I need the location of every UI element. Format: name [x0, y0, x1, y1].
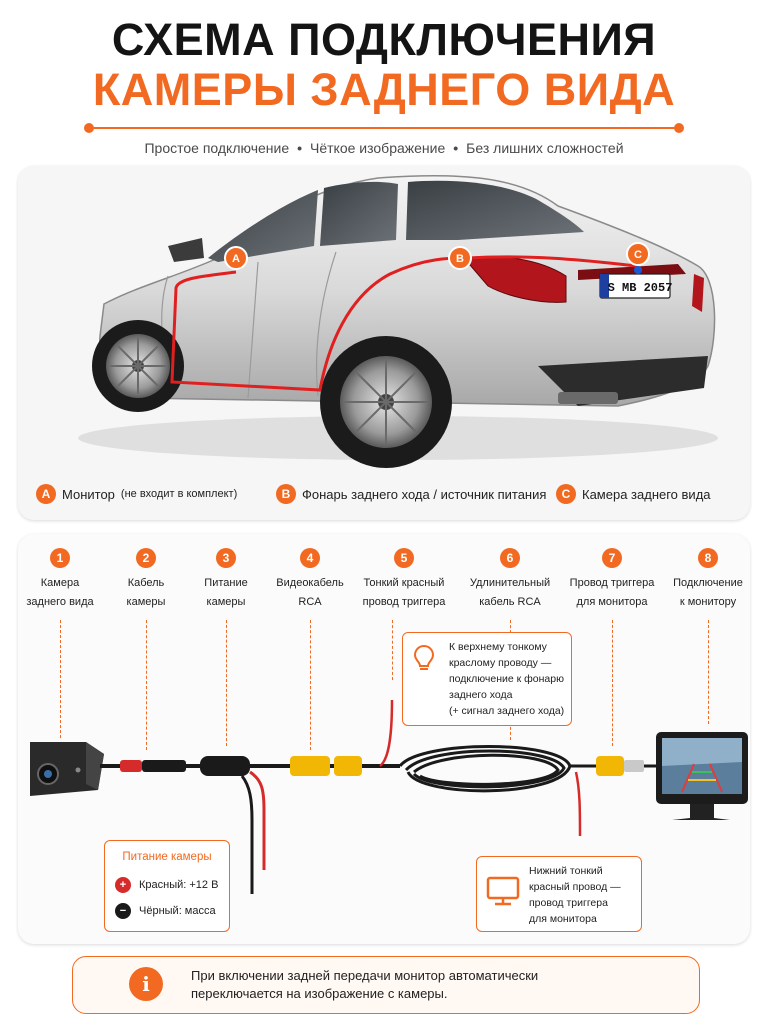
feature-item: Простое подключение: [144, 140, 290, 156]
monitor-icon: [656, 732, 748, 820]
legend-item-reverse-light: B Фонарь заднего хода / источник питания: [276, 484, 546, 504]
rca-connector: [290, 756, 330, 776]
step-label: для монитора: [576, 596, 648, 608]
power-red-label: Красный: +12 В: [139, 879, 219, 891]
power-legend-box: Питание камеры + Красный: +12 В − Чёрный…: [104, 840, 230, 932]
step-label: провод триггера: [362, 596, 446, 608]
camera-cable-connector: [120, 760, 142, 772]
callout-line: К верхнему тонкому: [449, 641, 547, 653]
title-line-1: СХЕМА ПОДКЛЮЧЕНИЯ: [111, 14, 657, 65]
step-label: Тонкий красный: [363, 577, 445, 589]
step-label: Питание: [204, 577, 248, 589]
info-banner: i При включении задней передачи монитор …: [72, 956, 700, 1014]
leader-line: [392, 620, 393, 680]
step-badge: 5: [394, 548, 414, 568]
step-badge: 6: [500, 548, 520, 568]
step-badge: 4: [300, 548, 320, 568]
feature-item: Без лишних сложностей: [466, 140, 624, 156]
callout-line: подключение к фонарю: [449, 673, 564, 685]
legend-label: Камера заднего вида: [582, 486, 711, 502]
step-camera-cable: 2 Кабель камеры: [98, 548, 194, 612]
callout-line: для монитора: [529, 913, 597, 925]
callout-line: провод триггера: [529, 897, 608, 909]
monitor-trigger-callout: Нижний тонкий красный провод — провод тр…: [476, 856, 642, 932]
plus-icon: +: [115, 877, 131, 893]
power-black-label: Чёрный: масса: [139, 905, 216, 917]
callout-line: красный провод —: [529, 881, 621, 893]
title-line-2: КАМЕРЫ ЗАДНЕГО ВИДА: [92, 64, 676, 115]
step-label: к монитору: [679, 596, 737, 608]
step-camera-power: 3 Питание камеры: [178, 548, 274, 612]
step-label: RCA: [298, 596, 322, 608]
car-point-c: C: [634, 249, 642, 261]
rca-connector-monitor: [596, 756, 624, 776]
rca-connector: [334, 756, 362, 776]
step-rca-video: 4 Видеокабель RCA: [262, 548, 358, 612]
power-legend-red: + Красный: +12 В: [115, 877, 218, 893]
license-plate-text: S MB 2057: [608, 281, 673, 295]
wiring-diagram: [30, 699, 748, 894]
info-icon: i: [129, 967, 163, 1001]
step-badge: 3: [216, 548, 236, 568]
step-label: Провод триггера: [569, 577, 655, 589]
legend-item-monitor: A Монитор (не входит в комплект): [36, 484, 237, 504]
step-monitor-trigger: 7 Провод триггера для монитора: [564, 548, 660, 612]
step-label: Удлинительный: [469, 577, 551, 589]
power-legend-black: − Чёрный: масса: [115, 903, 216, 919]
legend-label: Монитор: [62, 486, 115, 502]
step-label: Кабель: [127, 577, 165, 589]
leader-line: [708, 620, 709, 724]
legend-item-camera: C Камера заднего вида: [556, 484, 711, 504]
callout-line: Нижний тонкий: [529, 865, 603, 877]
step-camera: 1 Камера заднего вида: [12, 548, 108, 612]
legend-note: (не входит в комплект): [120, 488, 238, 500]
power-legend-title: Питание камеры: [122, 851, 212, 863]
step-label: Видеокабель: [276, 577, 344, 589]
leader-line: [60, 620, 61, 738]
step-trigger-wire: 5 Тонкий красный провод триггера: [356, 548, 452, 612]
callout-line: (+ сигнал заднего хода): [449, 705, 565, 717]
step-label: Подключение: [673, 577, 743, 589]
legend-badge: A: [36, 484, 56, 504]
step-badge: 2: [136, 548, 156, 568]
leader-line: [226, 620, 227, 746]
camera-mount-icon: [634, 266, 642, 274]
feature-list: Простое подключение•Чёткое изображение•Б…: [144, 140, 624, 156]
step-badge: 7: [602, 548, 622, 568]
minus-icon: −: [115, 903, 131, 919]
car-point-a: A: [232, 253, 240, 265]
step-label: Камера: [40, 577, 80, 589]
step-monitor-connection: 8 Подключение к монитору: [660, 548, 756, 612]
callout-line: заднего хода: [449, 689, 513, 701]
step-badge: 8: [698, 548, 718, 568]
divider-dot-left: [84, 123, 94, 133]
callout-line: краслому проводу —: [449, 657, 552, 669]
leader-line: [612, 620, 613, 746]
title-divider: [88, 127, 680, 129]
step-label: кабель RCA: [479, 596, 541, 608]
extension-cable-coil: [398, 745, 600, 793]
legend-label: Фонарь заднего хода / источник питания: [302, 486, 547, 502]
leader-line: [310, 620, 311, 750]
monitor-outline-icon: [486, 876, 520, 906]
lightbulb-icon: [413, 644, 435, 670]
step-label: камеры: [206, 596, 246, 608]
legend-badge: B: [276, 484, 296, 504]
divider-dot-right: [674, 123, 684, 133]
legend-badge: C: [556, 484, 576, 504]
step-label: камеры: [126, 596, 166, 608]
power-junction-icon: [200, 756, 250, 776]
leader-line: [146, 620, 147, 750]
step-extension-cable: 6 Удлинительный кабель RCA: [462, 548, 558, 612]
trigger-callout: К верхнему тонкому краслому проводу — по…: [402, 632, 572, 726]
car-illustration: S MB 2057 A B C: [78, 174, 718, 468]
car-point-b: B: [456, 253, 464, 265]
feature-item: Чёткое изображение: [310, 140, 446, 156]
info-line-1: При включении задней передачи монитор ав…: [191, 968, 539, 983]
step-badge: 1: [50, 548, 70, 568]
step-label: заднего вида: [26, 596, 94, 608]
info-line-2: переключается на изображение с камеры.: [191, 986, 448, 1001]
rear-camera-icon: [30, 742, 104, 796]
